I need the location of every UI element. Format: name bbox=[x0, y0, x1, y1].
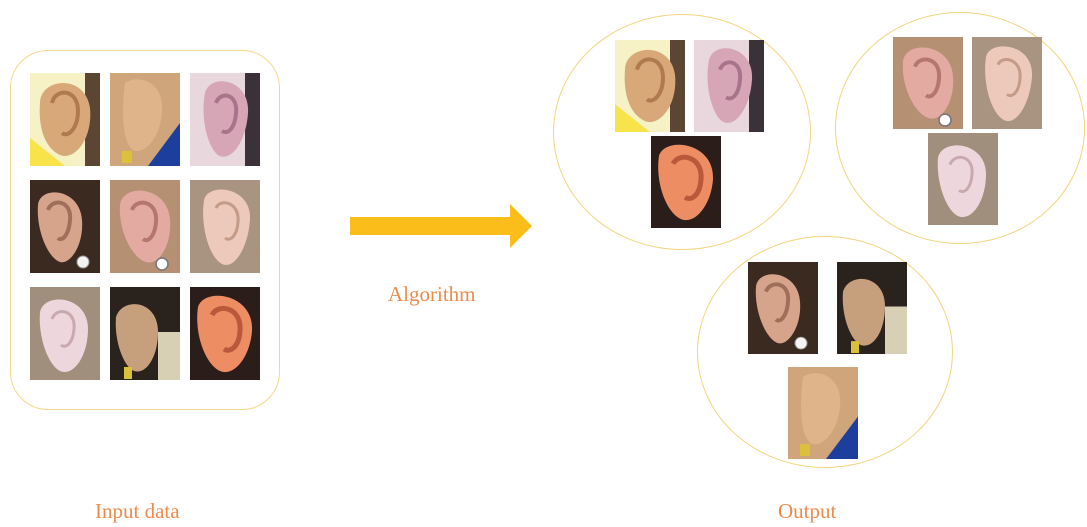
ear-image-4 bbox=[30, 180, 100, 273]
algorithm-label: Algorithm bbox=[388, 282, 476, 307]
input-data-label: Input data bbox=[95, 499, 180, 524]
cluster-1-ear-image-1 bbox=[615, 40, 685, 132]
cluster-3-ear-image-1 bbox=[748, 262, 818, 354]
cluster-1-ear-image-3 bbox=[651, 136, 721, 228]
cluster-2-ear-image-3 bbox=[928, 133, 998, 225]
cluster-3-ear-image-3 bbox=[788, 367, 858, 459]
cluster-2-ear-image-1 bbox=[893, 37, 963, 129]
ear-image-7 bbox=[30, 287, 100, 380]
cluster-1-ear-image-2 bbox=[694, 40, 764, 132]
ear-image-6 bbox=[190, 180, 260, 273]
ear-image-5 bbox=[110, 180, 180, 273]
algorithm-arrow bbox=[350, 204, 532, 248]
ear-image-9 bbox=[190, 287, 260, 380]
ear-image-1 bbox=[30, 73, 100, 166]
ear-image-2 bbox=[110, 73, 180, 166]
ear-image-8 bbox=[110, 287, 180, 380]
cluster-3-ear-image-2 bbox=[837, 262, 907, 354]
cluster-2-ear-image-2 bbox=[972, 37, 1042, 129]
ear-image-3 bbox=[190, 73, 260, 166]
output-label: Output bbox=[778, 499, 836, 524]
